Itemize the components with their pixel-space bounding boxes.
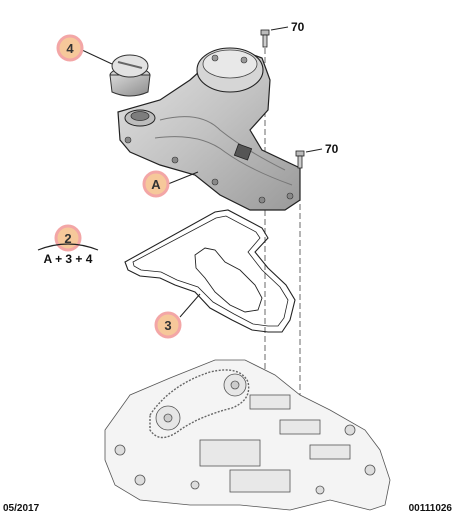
bolt-top <box>260 29 270 48</box>
footer-date: 05/2017 <box>3 503 40 514</box>
callout-a-label: A <box>151 177 161 192</box>
oil-filler-cap <box>109 54 151 97</box>
callout-4-label: 4 <box>66 41 74 56</box>
callout-a: A <box>142 170 170 198</box>
callout-3: 3 <box>154 311 182 339</box>
cover-gasket <box>124 209 296 333</box>
bolt-mid-ref: 70 <box>325 142 339 156</box>
footer-ref-number: 00111026 <box>408 503 452 514</box>
bolt-mid <box>295 150 305 169</box>
assembly-brace <box>37 243 99 251</box>
leader-lines <box>81 26 323 318</box>
callout-3-label: 3 <box>164 318 171 333</box>
bolt-top-ref: 70 <box>291 20 305 34</box>
engine-block <box>104 359 391 511</box>
cylinder-head-cover <box>117 47 301 211</box>
callout-2-label: 2 <box>64 231 71 246</box>
callout-4: 4 <box>56 34 84 62</box>
assembly-label: A + 3 + 4 <box>44 252 93 266</box>
callout-2: 2 A + 3 + 4 <box>37 224 99 266</box>
